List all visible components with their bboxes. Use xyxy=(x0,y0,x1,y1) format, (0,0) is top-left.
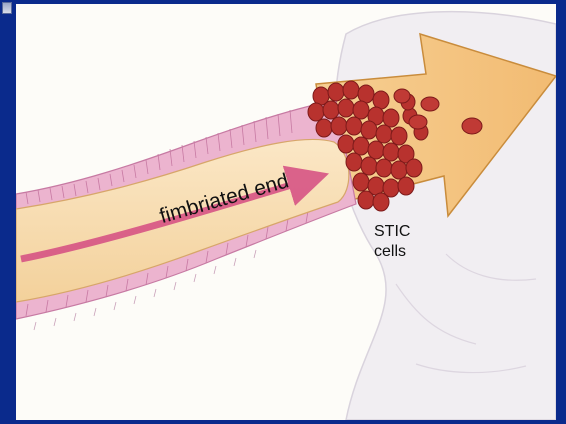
stic-label-line2: cells xyxy=(374,242,410,262)
stic-cells-label: STIC cells xyxy=(374,222,410,262)
diagram-illustration xyxy=(16,4,556,420)
stic-label-line1: STIC xyxy=(374,222,410,242)
diagram-canvas: fimbriated end STIC cells xyxy=(16,4,556,420)
window-corner-icon xyxy=(2,2,12,14)
